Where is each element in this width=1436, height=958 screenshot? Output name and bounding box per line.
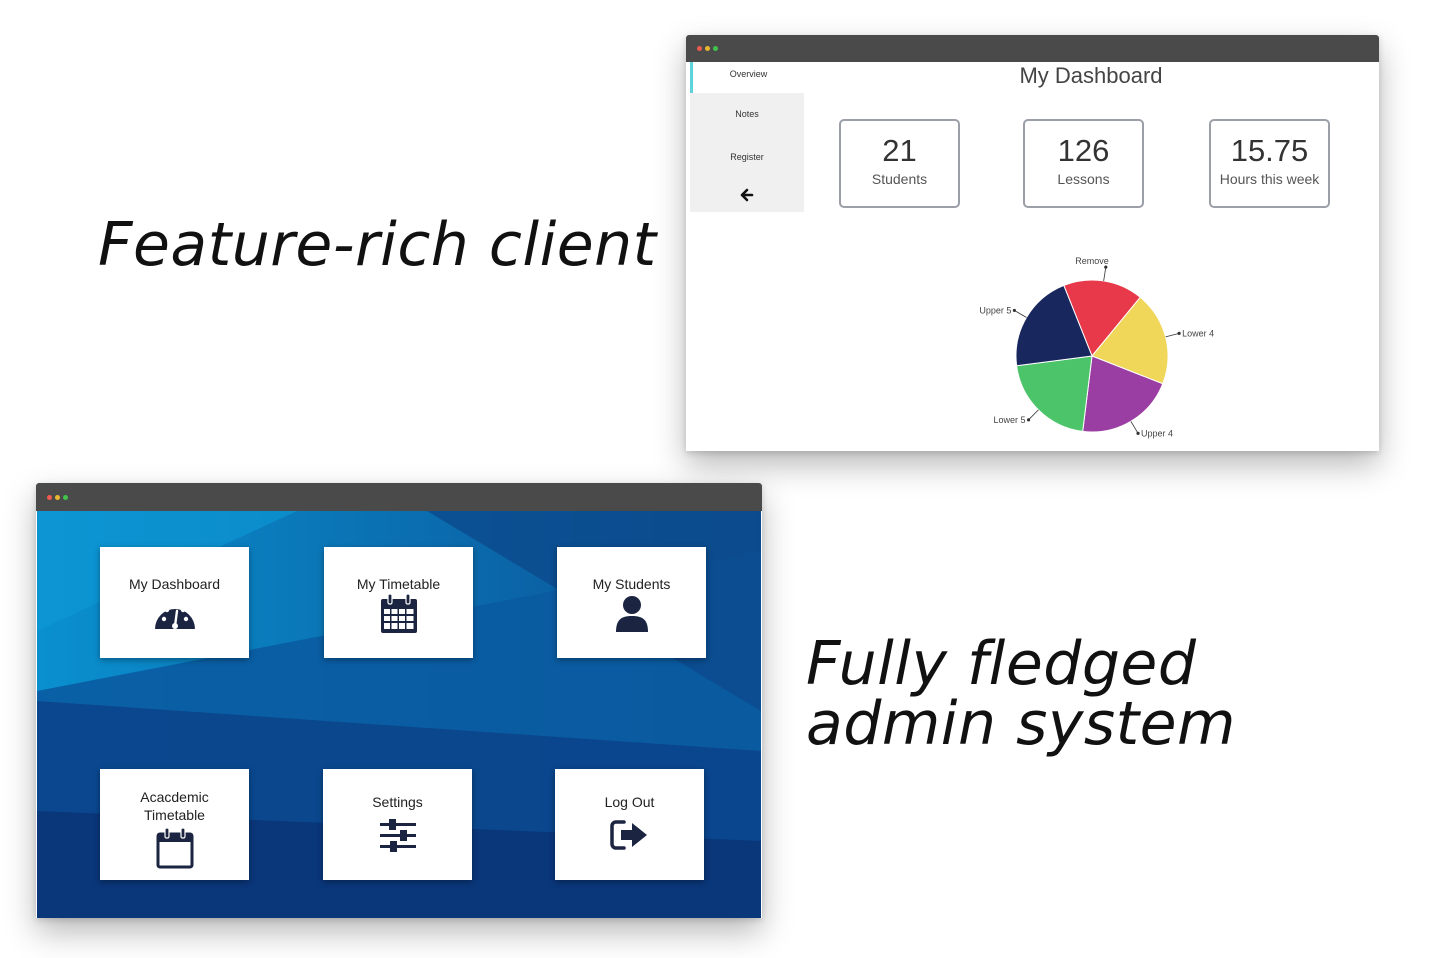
tile-my-students[interactable]: My Students bbox=[557, 547, 706, 658]
logout-icon bbox=[609, 820, 647, 850]
tile-label: My Students bbox=[592, 576, 671, 592]
stat-card-hours: 15.75 Hours this week bbox=[1209, 119, 1330, 208]
calendar-icon bbox=[156, 827, 193, 869]
tile-my-dashboard[interactable]: My Dashboard bbox=[100, 547, 249, 658]
client-titlebar bbox=[686, 35, 1379, 62]
stat-value: 15.75 bbox=[1230, 133, 1309, 168]
pie-slice-lower-5 bbox=[1016, 355, 1093, 432]
pie-label: Remove bbox=[1075, 256, 1109, 266]
nav-item-register[interactable]: Register bbox=[690, 137, 804, 179]
pie-leader-line bbox=[1165, 332, 1180, 338]
tile-log-out[interactable]: Log Out bbox=[555, 769, 704, 880]
stat-card-lessons: 126 Lessons bbox=[1023, 119, 1144, 208]
pie-label: Upper 5 bbox=[979, 305, 1011, 315]
pie-leader-line bbox=[1028, 409, 1039, 421]
tile-label: Log Out bbox=[604, 794, 655, 810]
minimize-dot[interactable] bbox=[55, 495, 60, 500]
maximize-dot[interactable] bbox=[63, 495, 68, 500]
speedometer-icon bbox=[154, 603, 195, 629]
tagline-admin-line-1: Fully fledged bbox=[806, 629, 1197, 699]
nav-item-back[interactable] bbox=[690, 179, 804, 212]
stat-label: Hours this week bbox=[1219, 171, 1320, 187]
pie-leader-dot bbox=[1104, 265, 1108, 269]
admin-window: My Dashboard My Timetable bbox=[36, 483, 762, 918]
tile-label: My Timetable bbox=[356, 576, 441, 592]
pie-leader-dot bbox=[1177, 331, 1181, 335]
stat-card-students: 21 Students bbox=[839, 119, 960, 208]
tile-label: Acacdemic Timetable bbox=[140, 789, 209, 823]
stat-label: Lessons bbox=[1057, 171, 1110, 187]
side-nav: Overview Notes Register bbox=[690, 62, 804, 212]
stat-label: Students bbox=[871, 171, 928, 187]
tagline-admin: Fully fledged admin system bbox=[806, 634, 1236, 754]
admin-titlebar bbox=[36, 483, 762, 511]
pie-leader-dot bbox=[1136, 431, 1140, 435]
pie-label: Lower 5 bbox=[994, 415, 1026, 425]
pie-leader-line bbox=[1014, 310, 1027, 318]
pie-leader-line bbox=[1130, 421, 1139, 434]
tile-settings[interactable]: Settings bbox=[323, 769, 472, 880]
stat-value: 126 bbox=[1057, 133, 1110, 168]
maximize-dot[interactable] bbox=[713, 46, 718, 51]
client-window: Overview Notes Register My Dashboard 21 … bbox=[686, 35, 1379, 451]
pie-leader-dot bbox=[1026, 418, 1031, 422]
stat-value: 21 bbox=[882, 133, 917, 168]
arrow-left-icon bbox=[740, 188, 754, 202]
tagline-admin-line-2: admin system bbox=[806, 689, 1236, 759]
tile-my-timetable[interactable]: My Timetable bbox=[324, 547, 473, 658]
tile-label: My Dashboard bbox=[128, 576, 221, 592]
dashboard-title: My Dashboard bbox=[1019, 63, 1163, 88]
pie-slice-upper-5 bbox=[1015, 284, 1093, 367]
sliders-icon bbox=[379, 819, 416, 852]
pie-label: Upper 4 bbox=[1141, 428, 1173, 438]
tile-academic-timetable[interactable]: Acacdemic Timetable bbox=[100, 769, 249, 880]
pie-leader-dot bbox=[1012, 308, 1016, 313]
calendar-grid-icon bbox=[380, 593, 417, 633]
pie-label: Lower 4 bbox=[1182, 328, 1214, 338]
nav-item-overview[interactable]: Overview bbox=[690, 62, 804, 93]
nav-item-notes[interactable]: Notes bbox=[690, 93, 804, 137]
close-dot[interactable] bbox=[697, 46, 702, 51]
tagline-client: Feature-rich client bbox=[98, 210, 657, 280]
desktop-background: My Dashboard My Timetable bbox=[37, 511, 761, 918]
close-dot[interactable] bbox=[47, 495, 52, 500]
tile-label: Settings bbox=[372, 794, 423, 810]
minimize-dot[interactable] bbox=[705, 46, 710, 51]
pie-leader-line bbox=[1103, 267, 1107, 281]
user-icon bbox=[615, 596, 648, 632]
